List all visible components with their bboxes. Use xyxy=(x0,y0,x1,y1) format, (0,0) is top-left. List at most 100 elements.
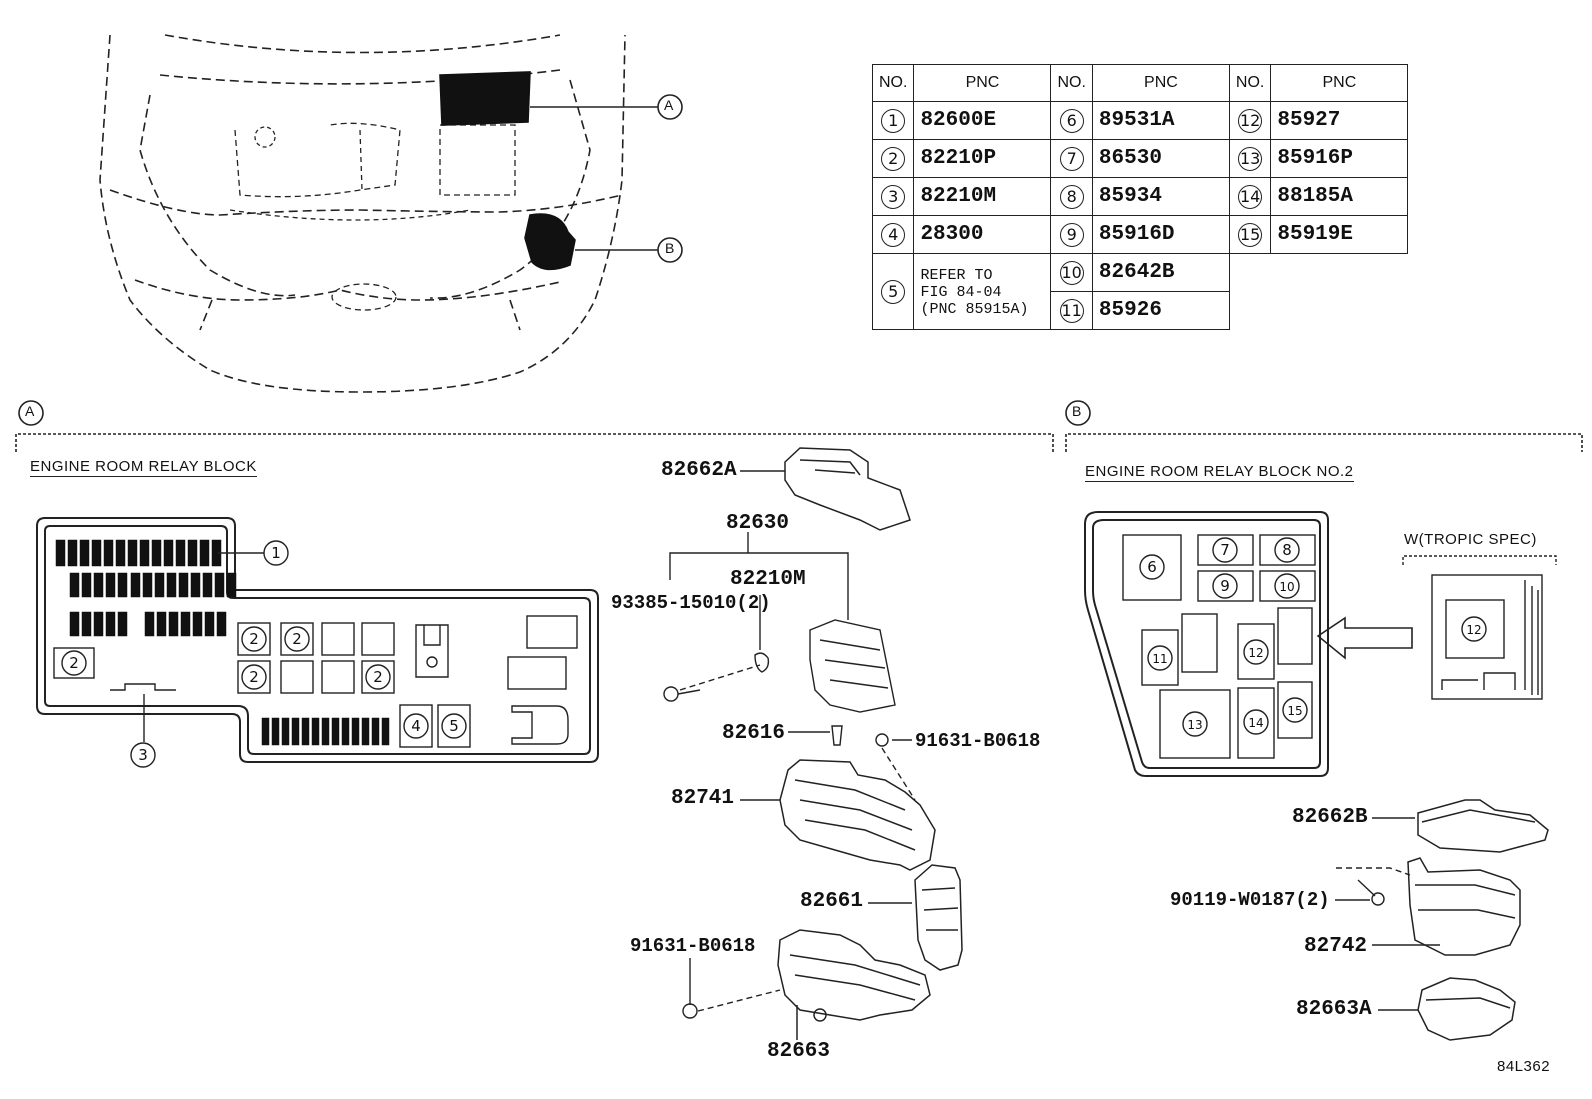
callout-number: 12 xyxy=(1466,623,1481,637)
pnc-reference: REFER TO FIG 84-04 (PNC 85915A) xyxy=(913,253,1052,330)
item-number: 11 xyxy=(1059,298,1084,323)
callout-circle xyxy=(1461,616,1487,642)
fuse xyxy=(156,611,167,637)
part-82741-label: 82741 xyxy=(671,787,735,810)
callout-circle xyxy=(1139,554,1165,580)
fuse xyxy=(105,572,116,598)
callout-number: 9 xyxy=(1220,577,1230,595)
fuse xyxy=(142,572,153,598)
col-pnc-2: PNC xyxy=(1091,64,1230,102)
fuse xyxy=(93,572,104,598)
fuse xyxy=(139,539,150,567)
fuse xyxy=(127,539,138,567)
fuse xyxy=(115,539,126,567)
callout-circle xyxy=(441,713,467,739)
engine-bay-detail xyxy=(229,122,516,311)
item-number: 8 xyxy=(1059,184,1084,209)
fuse xyxy=(291,717,300,746)
pnc-value: 82600E xyxy=(913,101,1052,140)
fuse xyxy=(117,572,128,598)
callout-circle xyxy=(1282,697,1308,723)
part-90119-bolt xyxy=(1335,867,1411,906)
callout-number: 10 xyxy=(1279,580,1294,594)
fuse xyxy=(105,611,116,637)
table-row: 4 28300 9 85916D 15 85919E xyxy=(871,215,1409,254)
callout-circle xyxy=(130,742,156,768)
part-82662B-label: 82662B xyxy=(1292,806,1368,829)
callout-number: 13 xyxy=(1187,718,1202,732)
col-no-2: NO. xyxy=(1050,64,1093,102)
callout-circle xyxy=(241,626,267,652)
fuse xyxy=(214,572,225,598)
callout-number: 7 xyxy=(1220,541,1230,559)
callout-a-label: A xyxy=(664,97,674,113)
col-pnc-1: PNC xyxy=(913,64,1052,102)
callout-circle xyxy=(1147,645,1173,671)
table-row: 1 82600E 6 89531A 12 85927 xyxy=(871,101,1409,140)
callout-number: 14 xyxy=(1248,716,1263,730)
callout-number: 5 xyxy=(449,717,459,735)
part-82742-drawing xyxy=(1372,857,1521,956)
fuse xyxy=(103,539,114,567)
item-number: 12 xyxy=(1238,108,1263,133)
item-number: 14 xyxy=(1238,184,1263,209)
tropic-spec-arrow xyxy=(1316,616,1413,660)
part-82616-drawing xyxy=(788,725,843,746)
item-number: 1 xyxy=(881,108,906,133)
fuse xyxy=(371,717,380,746)
part-82210M-label: 82210M xyxy=(730,568,806,591)
pnc-reference-line: (PNC 85915A) xyxy=(920,301,1029,318)
fuse xyxy=(93,611,104,637)
fuse xyxy=(79,539,90,567)
item-number: 4 xyxy=(881,222,906,247)
pnc-value: 85919E xyxy=(1270,215,1409,254)
item-number: 5 xyxy=(881,279,906,304)
item-number: 15 xyxy=(1238,222,1263,247)
tropic-spec-block xyxy=(1402,555,1557,700)
part-91631-lower-label: 91631-B0618 xyxy=(630,935,756,957)
part-90119-label: 90119-W0187(2) xyxy=(1170,889,1330,911)
fuse xyxy=(199,539,210,567)
pnc-value: 82210P xyxy=(913,139,1052,178)
item-number: 2 xyxy=(881,146,906,171)
callout-number: 2 xyxy=(249,668,259,686)
fuse-array xyxy=(55,539,390,746)
fuse xyxy=(381,717,390,746)
callout-number: 1 xyxy=(271,544,281,562)
section-b-marker: B xyxy=(1072,403,1082,419)
pnc-table-header: NO. PNC NO. PNC NO. PNC xyxy=(871,64,1409,102)
item-number: 10 xyxy=(1059,260,1084,285)
part-82210M-connector-drawing xyxy=(663,595,896,713)
vehicle-front-illustration xyxy=(99,34,626,393)
callout-circle xyxy=(403,713,429,739)
col-no-3: NO. xyxy=(1228,64,1272,102)
part-82663-label: 82663 xyxy=(767,1040,831,1063)
fuse xyxy=(144,611,155,637)
pnc-value: 28300 xyxy=(913,215,1052,254)
pnc-value: 86530 xyxy=(1091,139,1230,178)
fuse xyxy=(154,572,165,598)
table-row: 3 82210M 8 85934 14 88185A xyxy=(871,177,1409,216)
part-82741-drawing xyxy=(740,759,936,871)
callout-circle xyxy=(1182,711,1208,737)
tropic-spec-label: W(TROPIC SPEC) xyxy=(1404,531,1537,548)
callout-circle xyxy=(263,540,289,566)
pnc-reference-line: FIG 84-04 xyxy=(920,284,1002,301)
callout-circle xyxy=(1243,709,1269,735)
part-82616-label: 82616 xyxy=(722,722,786,745)
fuse xyxy=(81,611,92,637)
part-91631-lower-bolt xyxy=(682,958,781,1019)
section-b-marker-circle xyxy=(1065,400,1091,426)
item-number: 9 xyxy=(1059,222,1084,247)
table-row: 11 85926 xyxy=(873,291,1408,330)
callout-circle xyxy=(1243,639,1269,665)
part-82742-label: 82742 xyxy=(1304,935,1368,958)
section-a-marker-circle xyxy=(18,400,44,426)
fuse xyxy=(130,572,141,598)
fuse xyxy=(81,572,92,598)
fuse xyxy=(301,717,310,746)
part-82630-bracket xyxy=(669,532,849,620)
